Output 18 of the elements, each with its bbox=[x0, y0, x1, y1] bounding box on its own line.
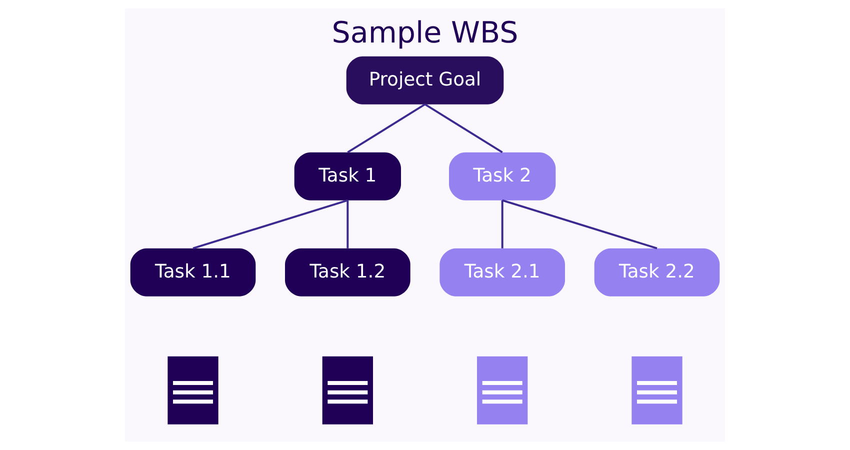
node-box: Project Goal bbox=[346, 56, 504, 104]
connector bbox=[501, 200, 504, 248]
diagram-title: Sample WBS bbox=[332, 15, 518, 50]
node-box: Task 2 bbox=[449, 152, 556, 200]
node-box: Task 2.1 bbox=[440, 248, 565, 296]
node-box: Task 1.2 bbox=[285, 248, 410, 296]
node-picture bbox=[168, 356, 218, 424]
node-box: Task 2.2 bbox=[594, 248, 720, 296]
node-picture bbox=[632, 356, 682, 424]
node-box: Task 1.1 bbox=[130, 248, 256, 296]
node-picture bbox=[477, 356, 528, 424]
connector bbox=[347, 103, 426, 154]
connector bbox=[346, 200, 349, 248]
connector bbox=[502, 199, 658, 250]
connector bbox=[424, 103, 503, 154]
node-picture bbox=[322, 356, 373, 424]
node-box: Task 1 bbox=[294, 152, 401, 200]
connector bbox=[192, 199, 348, 250]
